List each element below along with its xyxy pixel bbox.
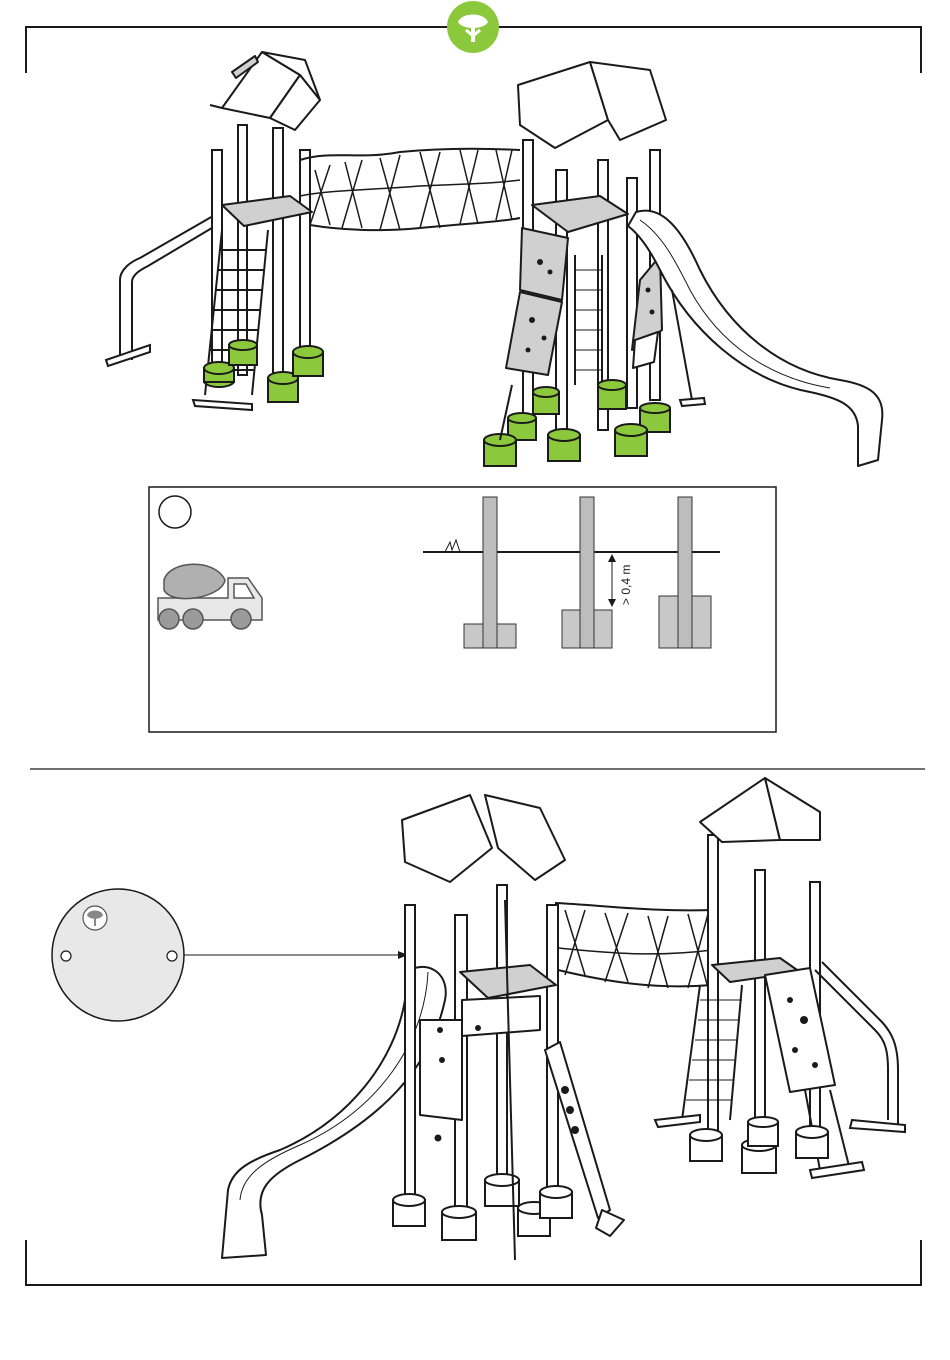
foundation-column-3 — [659, 497, 711, 648]
playground-top-view — [106, 52, 882, 466]
footing-green — [484, 380, 670, 466]
playground-bottom-view — [222, 778, 905, 1260]
foundation-column-1 — [464, 497, 516, 648]
logo-plate-detail — [52, 889, 408, 1021]
footing-white — [393, 1174, 572, 1240]
bottom-frame — [26, 1240, 921, 1285]
concrete-mixer-truck-icon — [158, 564, 262, 629]
foundation-column-2 — [562, 497, 612, 648]
foundation-detail-box: > 0,4 m — [149, 487, 776, 732]
header-logo-icon — [447, 1, 499, 53]
depth-dimension: > 0,4 m — [608, 554, 633, 607]
detail-logo-icon — [83, 906, 107, 930]
step-circle-icon — [159, 496, 191, 528]
depth-label: > 0,4 m — [619, 565, 633, 605]
